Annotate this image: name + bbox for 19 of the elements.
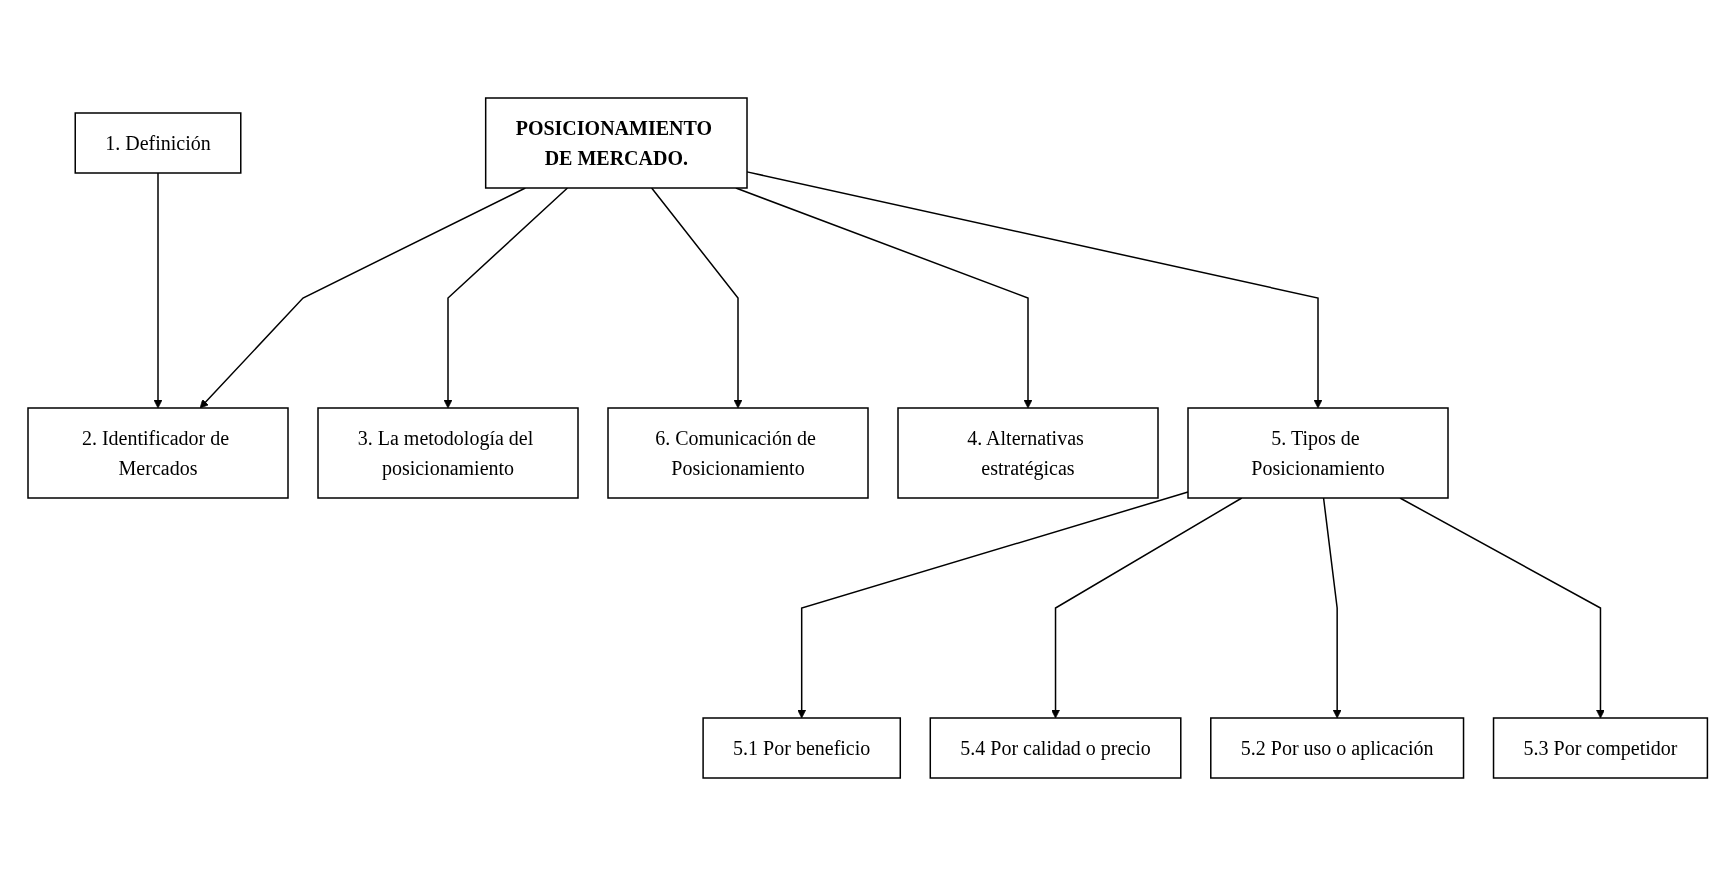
arrow [650,186,743,408]
node-box: 4. Alternativas estratégicas [897,406,1159,499]
node-box: 6. Comunicación de Posicionamiento [607,406,869,499]
arrow [1399,496,1605,718]
arrow [443,186,568,408]
node-box: 1. Definición [74,111,242,174]
node-box: 5.3 Por competidor [1492,716,1708,779]
arrow [1322,496,1342,718]
node-box: 5. Tipos de Posicionamiento [1187,406,1449,499]
node-box: 5.1 Por beneficio [702,716,901,779]
arrow [746,170,1323,408]
node-box: 2. Identificador de Mercados [27,406,289,499]
node-box: 5.2 Por uso o aplicación [1209,716,1465,779]
arrow [199,186,526,408]
node-box: 3. La metodología del posicionamiento [317,406,579,499]
node-box: POSICIONAMIENTO DE MERCADO. [484,96,748,189]
node-box: 5.4 Por calidad o precio [929,716,1182,779]
arrow [1050,496,1243,718]
arrow [153,171,163,408]
